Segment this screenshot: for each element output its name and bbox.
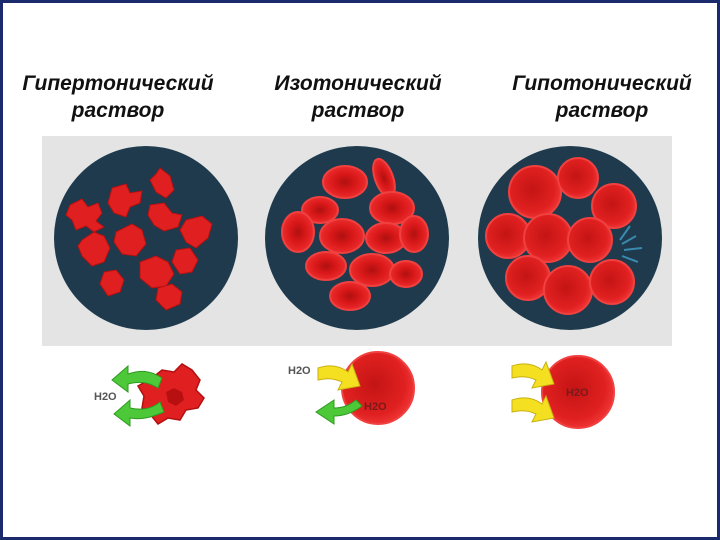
bursting-cell-icon — [619, 225, 643, 263]
isotonic-title: Изотонический раствор — [238, 70, 478, 124]
isotonic-title-line2: раствор — [311, 99, 405, 122]
isotonic-title-line1: Изотонический — [274, 72, 442, 95]
hypertonic-title-line1: Гипертонический — [22, 72, 214, 95]
water-out-arrow — [315, 399, 363, 425]
isotonic-water-label-outside: H2O — [288, 365, 311, 377]
water-in-arrow-lower — [511, 394, 555, 423]
hypotonic-title-line2: раствор — [555, 99, 649, 122]
hypotonic-microscope-view — [478, 146, 662, 330]
hypertonic-water-label: H2O — [94, 391, 117, 403]
hypotonic-water-label-inside: H2O — [566, 387, 589, 399]
hypertonic-osmosis-illustration: H2O — [94, 363, 205, 427]
water-in-arrow — [317, 362, 361, 391]
hypotonic-osmosis-illustration: H2O — [511, 355, 615, 429]
hypertonic-microscope-view — [54, 146, 238, 330]
isotonic-microscope-view — [265, 146, 449, 330]
isotonic-water-label-inside: H2O — [364, 401, 387, 413]
isotonic-osmosis-illustration: H2O H2O — [288, 351, 415, 425]
hypertonic-title-line2: раствор — [71, 99, 165, 122]
hypotonic-title-line1: Гипотонический — [512, 72, 692, 95]
water-out-arrow-upper — [111, 364, 163, 393]
hypotonic-title: Гипотонический раствор — [482, 70, 720, 124]
hypertonic-title: Гипертонический раствор — [0, 70, 238, 124]
water-in-arrow-upper — [511, 360, 555, 389]
water-out-arrow-lower — [113, 398, 165, 427]
